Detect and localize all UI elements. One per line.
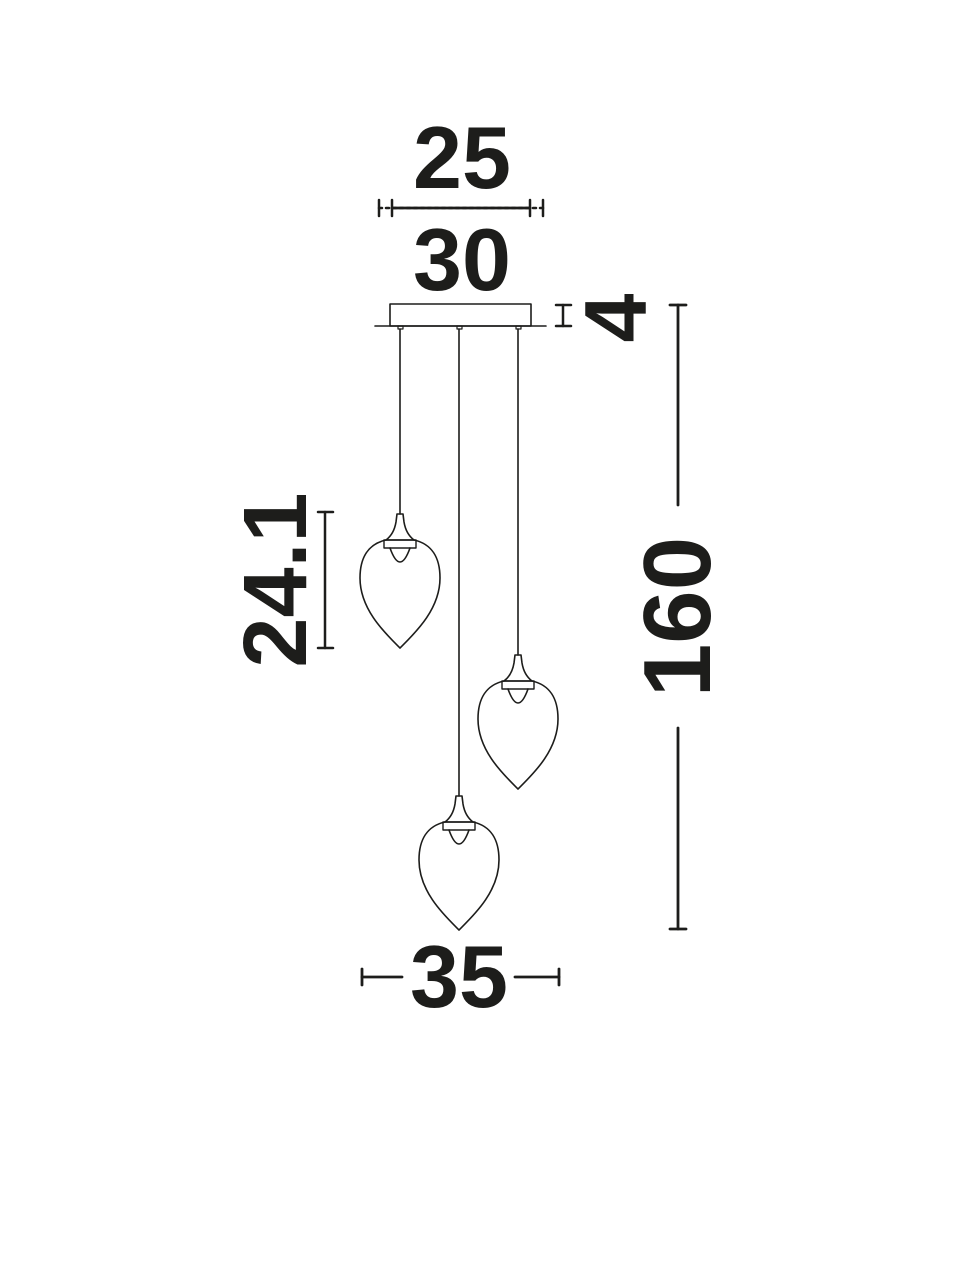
dim-160-label: 160: [624, 537, 731, 697]
dim-25-line: [377, 198, 545, 218]
dim-30-label: 30: [413, 210, 511, 309]
dim-4-line: [554, 303, 573, 328]
pendant-shade-center: [418, 795, 500, 931]
dim-160-line: [668, 303, 688, 931]
cables: [399, 328, 519, 797]
dim-24-1-line: [316, 510, 335, 650]
dim-35-label: 35: [410, 927, 508, 1026]
dim-25-label: 25: [413, 108, 511, 207]
pendant-shade-right: [477, 654, 559, 790]
pendant-shade-left: [359, 513, 441, 649]
dim-24-1-label: 24.1: [226, 492, 326, 667]
dim-35-line: [360, 967, 561, 987]
canopy: [374, 303, 547, 330]
dim-4-label: 4: [566, 293, 665, 342]
